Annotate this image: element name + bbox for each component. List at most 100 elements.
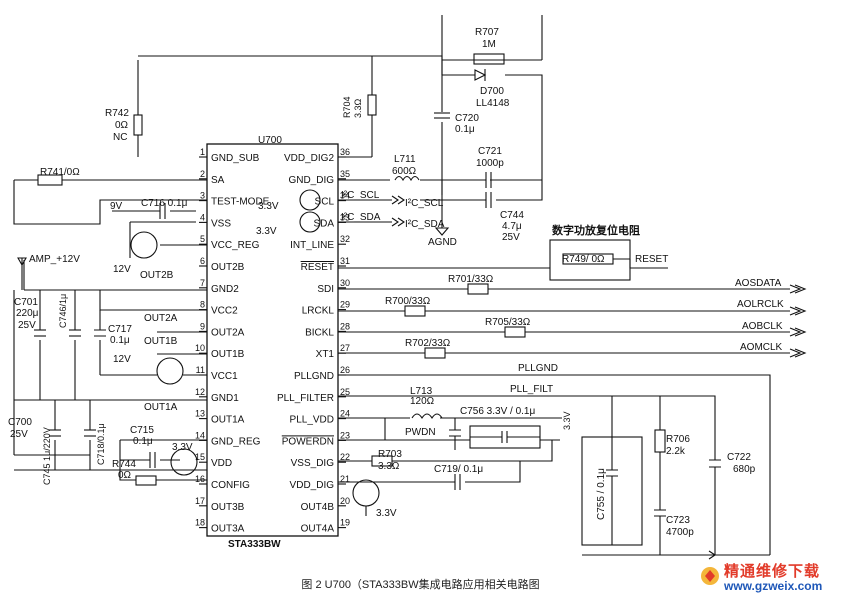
- v33-pll-label: 3.3V: [562, 411, 572, 430]
- c720-label: C720: [455, 113, 479, 124]
- ic-pin-name: VDD_DIG2: [284, 153, 334, 164]
- ic-pin-number: 28: [340, 321, 350, 331]
- v33-vdd-label: 3.3V: [172, 442, 193, 453]
- ic-pin-name: OUT4A: [301, 524, 335, 535]
- c721-label: C721: [478, 146, 502, 157]
- ic-pin-name: SCL: [315, 197, 335, 208]
- aosdata-label: AOSDATA: [735, 278, 782, 289]
- ic-pin-number: 33: [340, 212, 350, 222]
- ic-pin-name: VCC1: [211, 371, 238, 382]
- pwdn-label: PWDN: [405, 427, 436, 438]
- agnd-label: AGND: [428, 237, 457, 248]
- c717-label: C717: [108, 324, 132, 335]
- ic-pin-name: CONFIG: [211, 480, 250, 491]
- c716-label: C716 0.1μ: [141, 198, 188, 209]
- ic-pin-number: 14: [195, 430, 205, 440]
- c744-label: C744: [500, 210, 524, 221]
- aobclk-label: AOBCLK: [742, 321, 783, 332]
- ic-pin-name: VSS_DIG: [291, 458, 335, 469]
- r700-label: R700/33Ω: [385, 296, 431, 307]
- ic-pin-name: VCC_REG: [211, 240, 260, 251]
- ic-pin-number: 1: [200, 147, 205, 157]
- ic-pin-name: GND2: [211, 284, 239, 295]
- ic-pin-number: 20: [340, 496, 350, 506]
- r749-label: R749/ 0Ω: [562, 254, 605, 265]
- ic-pin-name: GND_REG: [211, 436, 261, 447]
- l711-label: L711: [394, 154, 416, 165]
- r703-value: 3.3Ω: [378, 461, 400, 472]
- ic-pin-number: 35: [340, 169, 350, 179]
- ic-pin-number: 34: [340, 191, 350, 201]
- ic-part: STA333BW: [228, 539, 281, 550]
- r706-value: 2.2k: [666, 446, 686, 457]
- ic-pin-name: XT1: [316, 349, 335, 360]
- c723-value: 4700p: [666, 527, 694, 538]
- ic-pin-name: OUT2B: [211, 262, 245, 273]
- c722-label: C722: [727, 452, 751, 463]
- c717-value: 0.1μ: [110, 335, 130, 346]
- ic-pin-number: 16: [195, 474, 205, 484]
- out1b-net-label: OUT1B: [144, 336, 178, 347]
- ic-pin-number: 29: [340, 300, 350, 310]
- v9-label: 9V: [110, 201, 123, 212]
- ic-pin-name: OUT3A: [211, 524, 245, 535]
- v12-label-bottom: 12V: [113, 354, 131, 365]
- c701-label: C701: [14, 297, 38, 308]
- ic-pin-name: SDA: [313, 218, 334, 229]
- ic-pin-number: 32: [340, 234, 350, 244]
- ic-pin-name: GND_SUB: [211, 153, 260, 164]
- ic-pin-name: LRCKL: [302, 306, 335, 317]
- ic-pin-name: PLL_VDD: [290, 415, 334, 426]
- out1a-net-label: OUT1A: [144, 402, 178, 413]
- aolrclk-label: AOLRCLK: [737, 299, 784, 310]
- ic-pin-number: 27: [340, 343, 350, 353]
- watermark-url: www.gzweix.com: [724, 579, 823, 593]
- v33-vdd-dig-label: 3.3V: [376, 508, 397, 519]
- amp-supply-label: AMP_+12V: [29, 254, 80, 265]
- ic-pin-number: 15: [195, 452, 205, 462]
- ic-pin-name: VDD_DIG: [290, 480, 335, 491]
- ic-pin-name: VCC2: [211, 306, 238, 317]
- l713-value: 120Ω: [410, 396, 435, 407]
- ic-body: [206, 143, 339, 537]
- i2c-scl-pin-label: I²C_SCL: [341, 190, 380, 201]
- r702-label: R702/33Ω: [405, 338, 451, 349]
- ic-pin-name: SDI: [317, 284, 334, 295]
- r707-label: R707: [475, 27, 499, 38]
- c700-label: C700: [8, 417, 32, 428]
- ic-pin-name: OUT2A: [211, 327, 245, 338]
- c744-value: 4.7μ: [502, 221, 522, 232]
- c756-label: C756 3.3V / 0.1μ: [460, 406, 535, 417]
- ic-pin-number: 13: [195, 409, 205, 419]
- c721-value: 1000p: [476, 158, 504, 169]
- c715-label: C715: [130, 425, 154, 436]
- v33-label-2: 3.3V: [256, 226, 277, 237]
- r744-value: 0Ω: [118, 470, 132, 481]
- l713-label: L713: [410, 386, 433, 397]
- c755-label: C755 / 0.1μ: [596, 468, 607, 520]
- c722-value: 680p: [733, 464, 756, 475]
- ic-pin-name: SA: [211, 175, 225, 186]
- ic-pin-name: OUT3B: [211, 502, 245, 513]
- r704-label: R704: [342, 96, 352, 118]
- c718-label: C718/0.1μ: [96, 423, 106, 465]
- i2c-scl-net-label: I²C_SCL: [405, 198, 444, 209]
- r706-label: R706: [666, 434, 690, 445]
- c720-value: 0.1μ: [455, 124, 475, 135]
- left-wiring: [13, 174, 207, 486]
- d700-value: LL4148: [476, 98, 510, 109]
- v33-label: 3.3V: [258, 201, 279, 212]
- ic-pin-name: PLLGND: [294, 371, 334, 382]
- c715-value: 0.1μ: [133, 436, 153, 447]
- ic-pin-number: 9: [200, 321, 205, 331]
- ic-pin-number: 3: [200, 191, 205, 201]
- ic-pin-name: VSS: [211, 218, 231, 229]
- ic-pin-name: GND_DIG: [288, 175, 334, 186]
- ic-pin-number: 2: [200, 169, 205, 179]
- reset-circuit-title: 数字功放复位电阻: [552, 223, 640, 237]
- ic-pin-number: 4: [200, 212, 205, 222]
- d700-label: D700: [480, 86, 504, 97]
- ic-pin-number: 21: [340, 474, 350, 484]
- ic-pin-number: 19: [340, 518, 350, 528]
- ic-pin-name: RESET: [301, 262, 334, 273]
